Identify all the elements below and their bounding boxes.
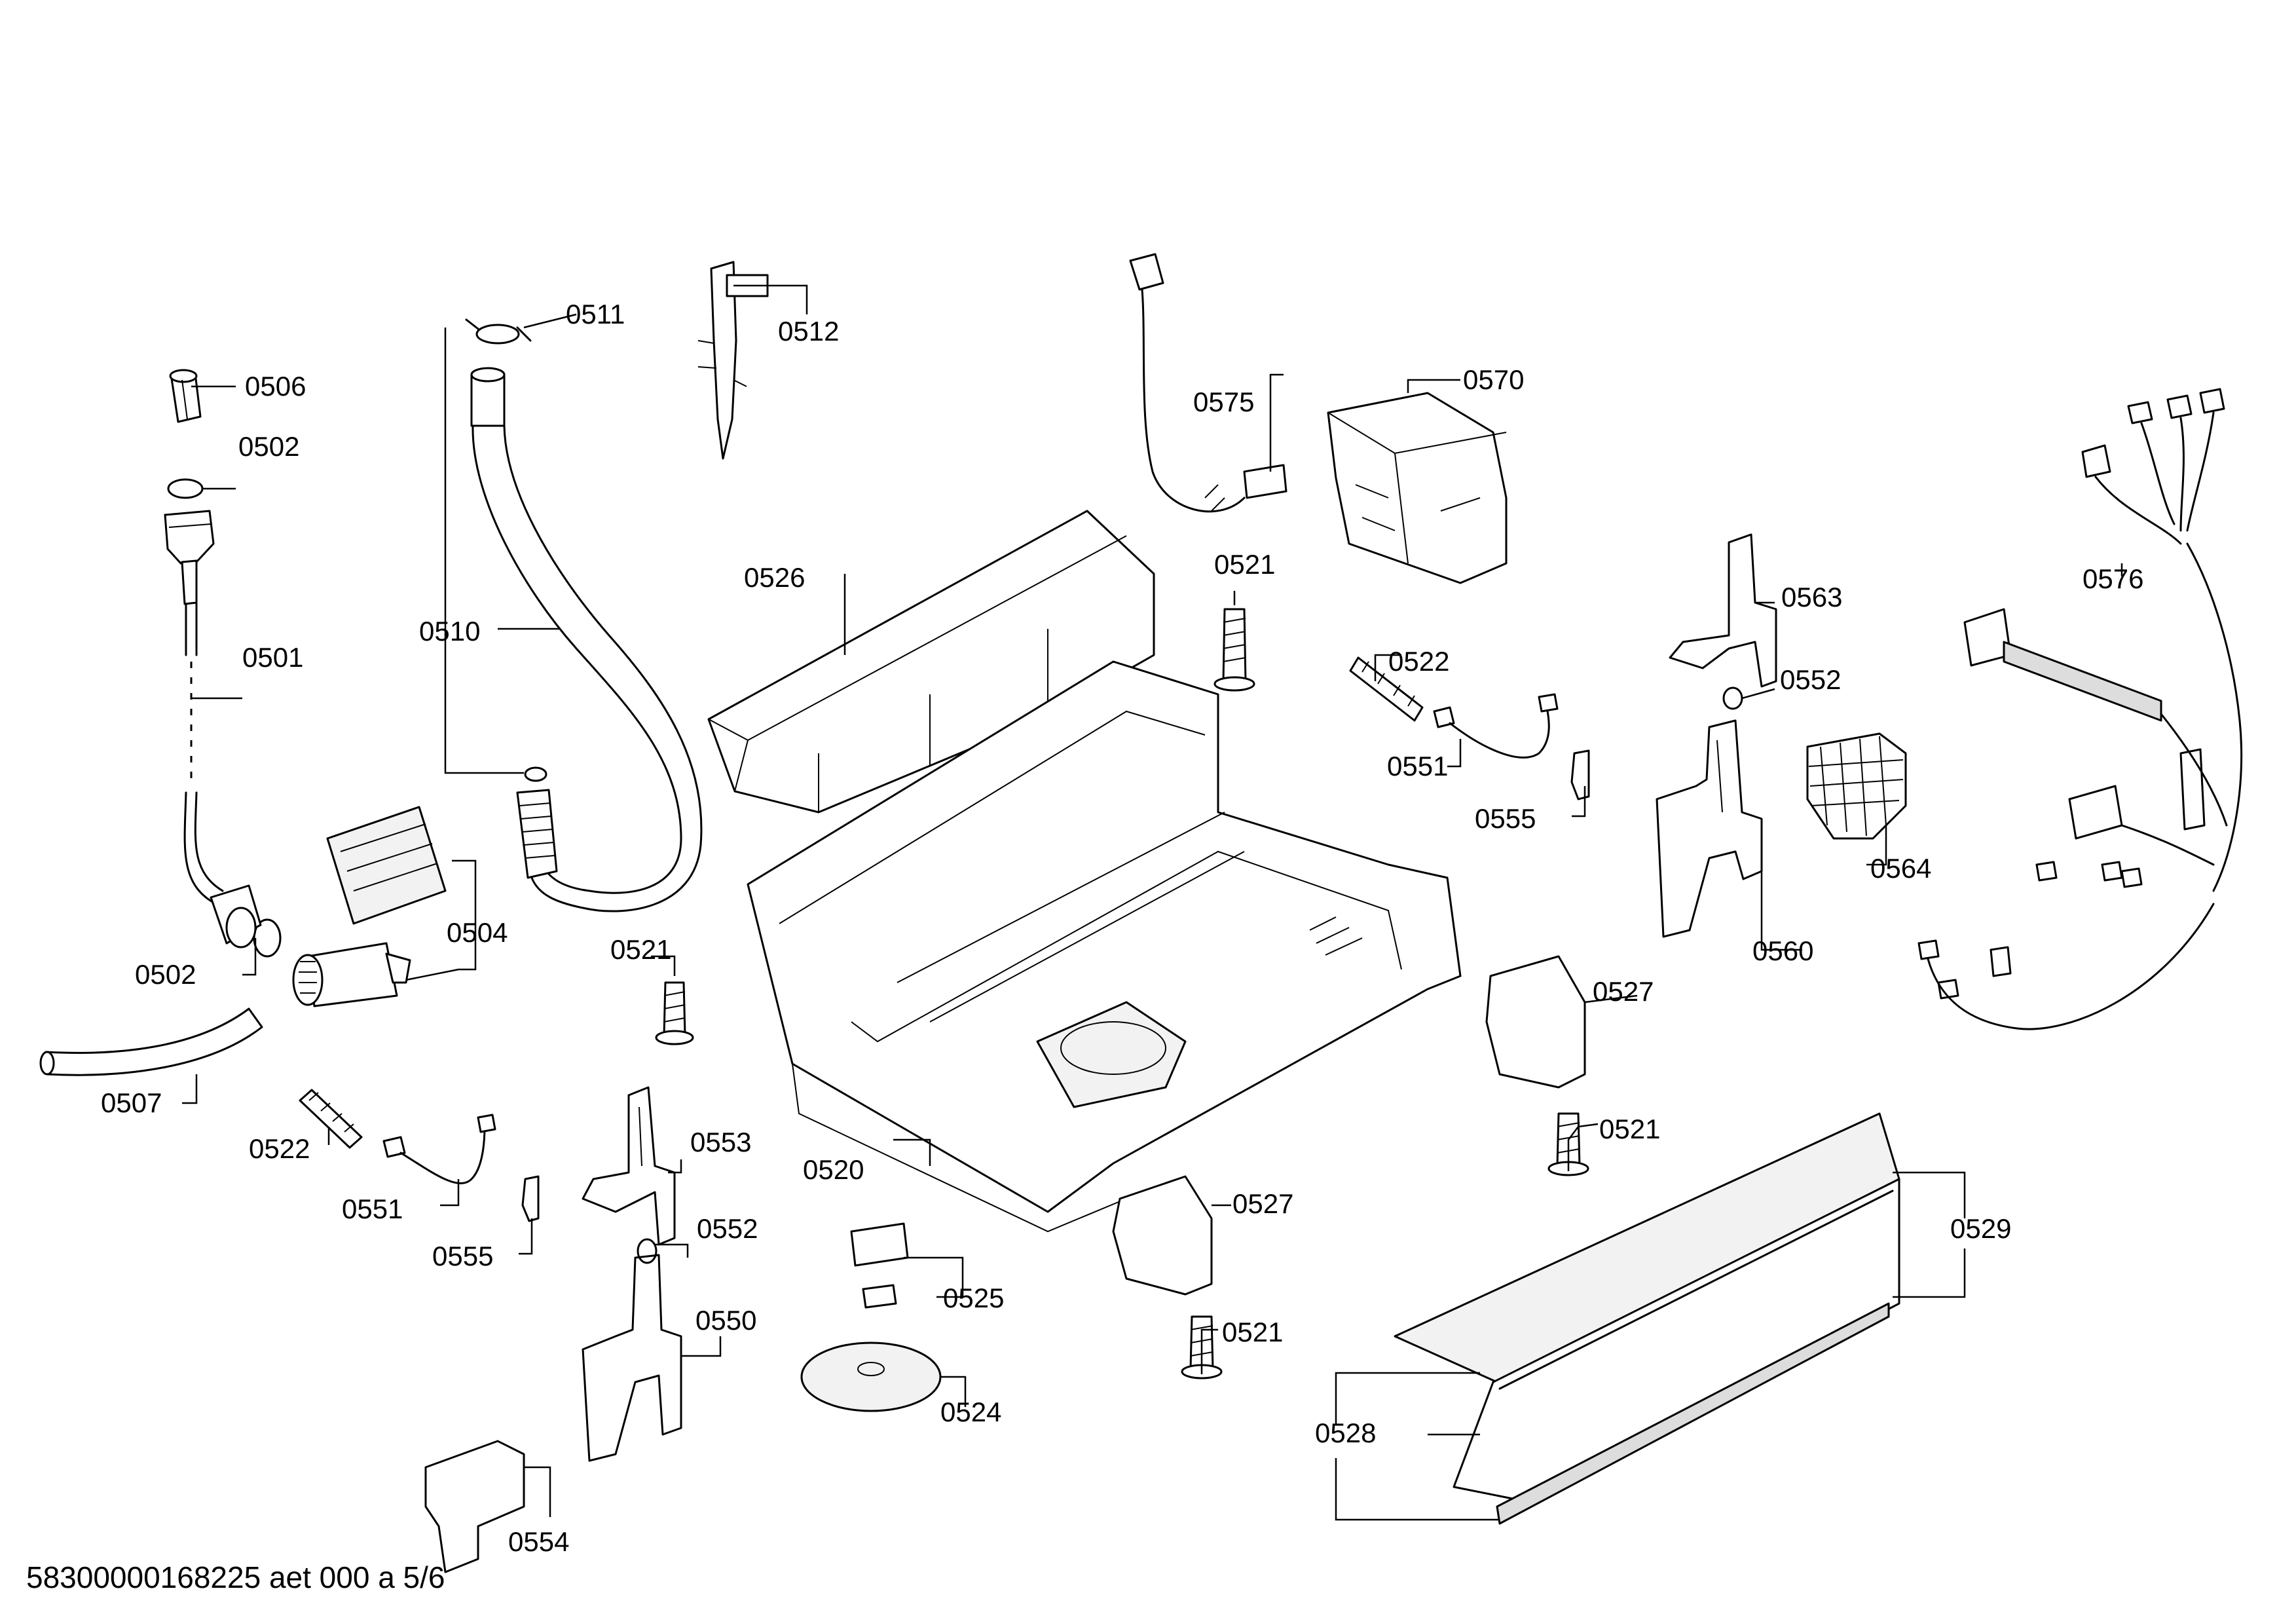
callout-labels: 0506 0502 0501 0502 0507 0504 0511 0510 …	[101, 299, 2143, 1557]
part-0507-hose-end	[39, 1051, 55, 1076]
label-0506: 0506	[245, 371, 306, 402]
label-0526: 0526	[744, 562, 805, 593]
label-0502-top: 0502	[238, 431, 299, 462]
part-0570-control-module	[1327, 392, 1508, 584]
label-0575: 0575	[1193, 386, 1254, 417]
label-0521-left: 0521	[610, 934, 671, 965]
label-0527-upper: 0527	[1593, 976, 1654, 1007]
part-0510-drain-hose	[470, 367, 703, 912]
label-0528: 0528	[1315, 1417, 1376, 1448]
label-0563: 0563	[1781, 582, 1842, 612]
label-0522-left: 0522	[249, 1133, 310, 1164]
part-0522-spring-left	[299, 1089, 363, 1149]
part-0524-disc	[800, 1342, 942, 1412]
part-0564-grid-holder	[1806, 732, 1907, 840]
part-0527-duct-upper	[1485, 955, 1586, 1089]
part-0520-base-tub	[747, 660, 1462, 1233]
label-0551-right: 0551	[1387, 751, 1448, 781]
part-0507-hose	[45, 1007, 263, 1076]
label-0507: 0507	[101, 1087, 162, 1118]
label-0521-right: 0521	[1599, 1114, 1660, 1144]
label-0551-left: 0551	[342, 1193, 403, 1224]
label-0564: 0564	[1870, 853, 1931, 884]
label-0576: 0576	[2083, 563, 2143, 594]
label-0511: 0511	[566, 299, 625, 329]
label-0529: 0529	[1950, 1213, 2011, 1244]
part-0501-inlet-hose	[164, 510, 262, 948]
part-0560-bracket	[1656, 719, 1763, 938]
part-0551-sensor-left	[382, 1114, 496, 1184]
label-0560: 0560	[1752, 935, 1813, 966]
label-0522-right: 0522	[1388, 646, 1449, 677]
label-0552-left: 0552	[697, 1213, 758, 1244]
label-0570: 0570	[1463, 364, 1524, 395]
part-0551-sensor-right	[1433, 693, 1559, 759]
label-0504: 0504	[447, 917, 508, 948]
label-0554: 0554	[508, 1526, 569, 1557]
label-0527-lower: 0527	[1232, 1188, 1293, 1219]
part-0511-clamp	[465, 318, 532, 345]
part-0506-cap	[169, 369, 202, 423]
part-0504-inlet-valve	[292, 806, 447, 1007]
label-0525: 0525	[943, 1283, 1004, 1313]
label-0512: 0512	[778, 316, 839, 347]
part-0553-bracket	[582, 1086, 676, 1246]
label-0555-right: 0555	[1475, 803, 1536, 834]
part-0525-switch	[850, 1222, 909, 1309]
part-0502-washer-top	[167, 478, 204, 499]
label-0501: 0501	[242, 642, 303, 673]
leader-lines	[182, 284, 2123, 1521]
label-0510: 0510	[419, 616, 480, 647]
part-0555-clip-left	[521, 1175, 540, 1222]
part-0527-duct-lower	[1112, 1175, 1213, 1296]
label-0555-left: 0555	[432, 1241, 493, 1271]
part-0522-spring-right	[1349, 656, 1424, 722]
label-0552-right: 0552	[1780, 664, 1841, 695]
part-0529-kick-strip	[1394, 1112, 1900, 1501]
parts-layer	[39, 253, 2243, 1573]
part-0521-screw-left	[655, 981, 694, 1045]
label-0524: 0524	[940, 1397, 1001, 1427]
part-0575-power-cable	[1129, 253, 1287, 513]
drawing-number-footer: 58300000168225 aet 000 a 5/6	[26, 1560, 445, 1594]
label-0520: 0520	[803, 1154, 864, 1185]
part-0576-wiring-harness	[1917, 388, 2243, 1030]
label-0521-bottom: 0521	[1222, 1317, 1283, 1347]
label-0550: 0550	[695, 1305, 756, 1336]
label-0553: 0553	[690, 1127, 751, 1157]
label-0502-bottom: 0502	[135, 959, 196, 990]
part-0550-bracket	[582, 1238, 682, 1462]
part-0554-duct	[424, 1440, 525, 1573]
part-0521-screw-upper	[1213, 608, 1255, 692]
part-0528-seal-strip	[1496, 1302, 1890, 1525]
label-0521-upper: 0521	[1214, 549, 1275, 580]
